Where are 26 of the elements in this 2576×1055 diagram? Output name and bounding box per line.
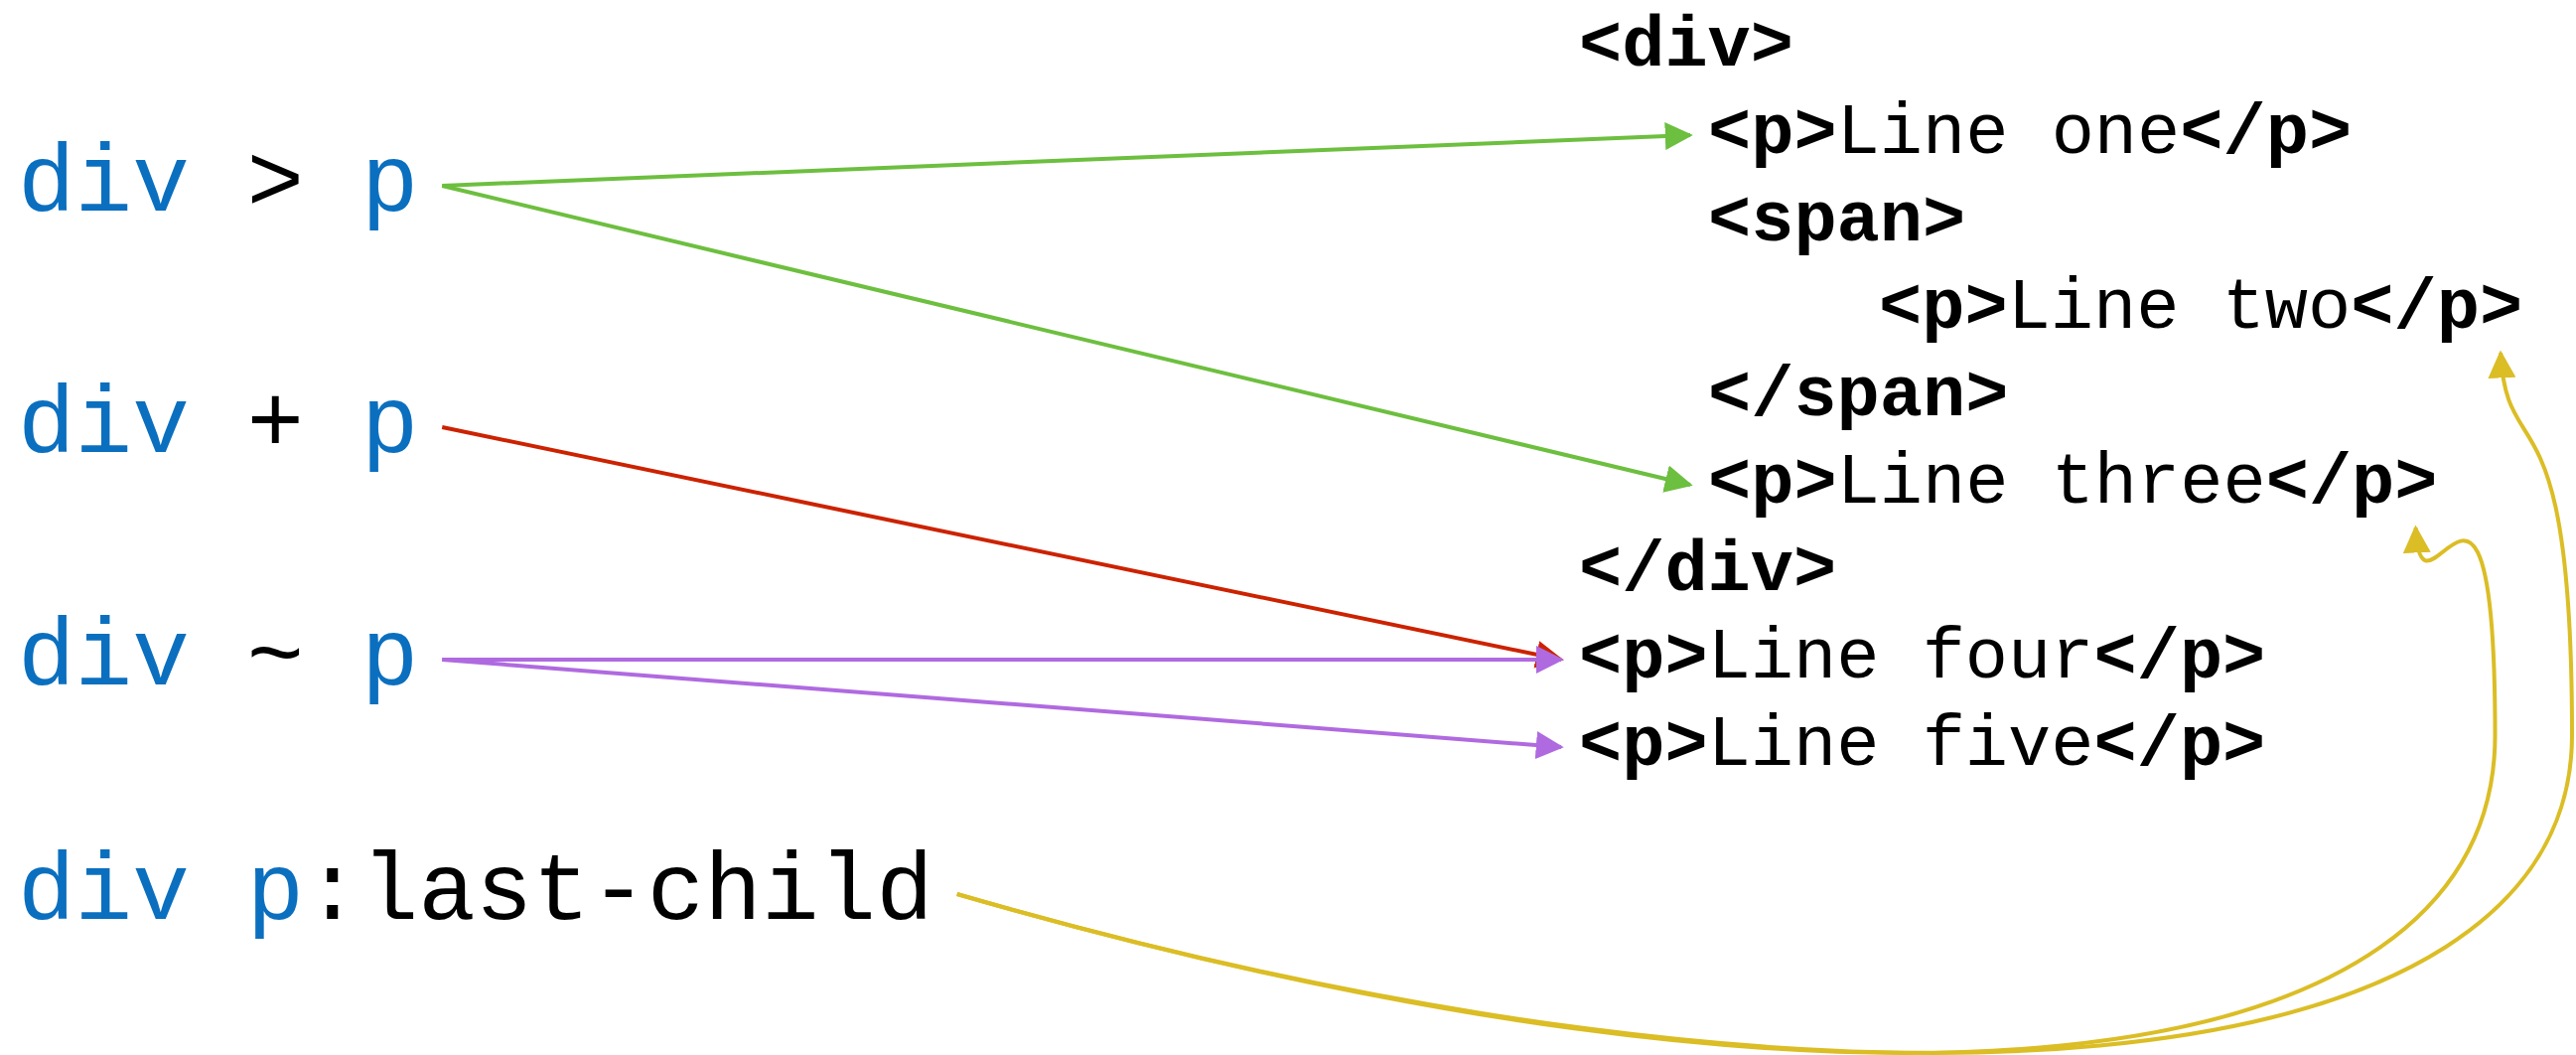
selector-token: div — [18, 841, 190, 947]
arrow — [441, 425, 1564, 669]
selector-token: p — [360, 133, 419, 238]
code-line: </span> — [1708, 358, 2009, 437]
selector-token: div — [18, 133, 190, 238]
arrow — [442, 122, 1693, 188]
code-line: <p>Line three</p> — [1708, 445, 2438, 525]
selector-token: div — [18, 607, 190, 712]
selector-token: p — [246, 841, 305, 947]
code-line: <p>Line four</p> — [1579, 620, 2266, 699]
arrow — [956, 525, 2498, 1055]
arrow — [442, 658, 1564, 759]
code-line: <p>Line two</p> — [1879, 270, 2523, 350]
code-line: <div> — [1579, 8, 1794, 87]
selector-token: div — [18, 375, 190, 480]
code-line: <span> — [1708, 183, 1966, 262]
arrow — [441, 184, 1693, 493]
code-line: <p>Line one</p> — [1708, 95, 2353, 175]
selector-token: ~ — [246, 607, 305, 712]
selector-token: + — [246, 375, 305, 480]
code-line: </div> — [1579, 532, 1837, 612]
selector-token: p — [360, 607, 419, 712]
selector-token: :last-child — [304, 841, 933, 947]
selector-token: > — [246, 133, 305, 238]
code-line: <p>Line five</p> — [1579, 707, 2266, 787]
selector-token: p — [360, 375, 419, 480]
